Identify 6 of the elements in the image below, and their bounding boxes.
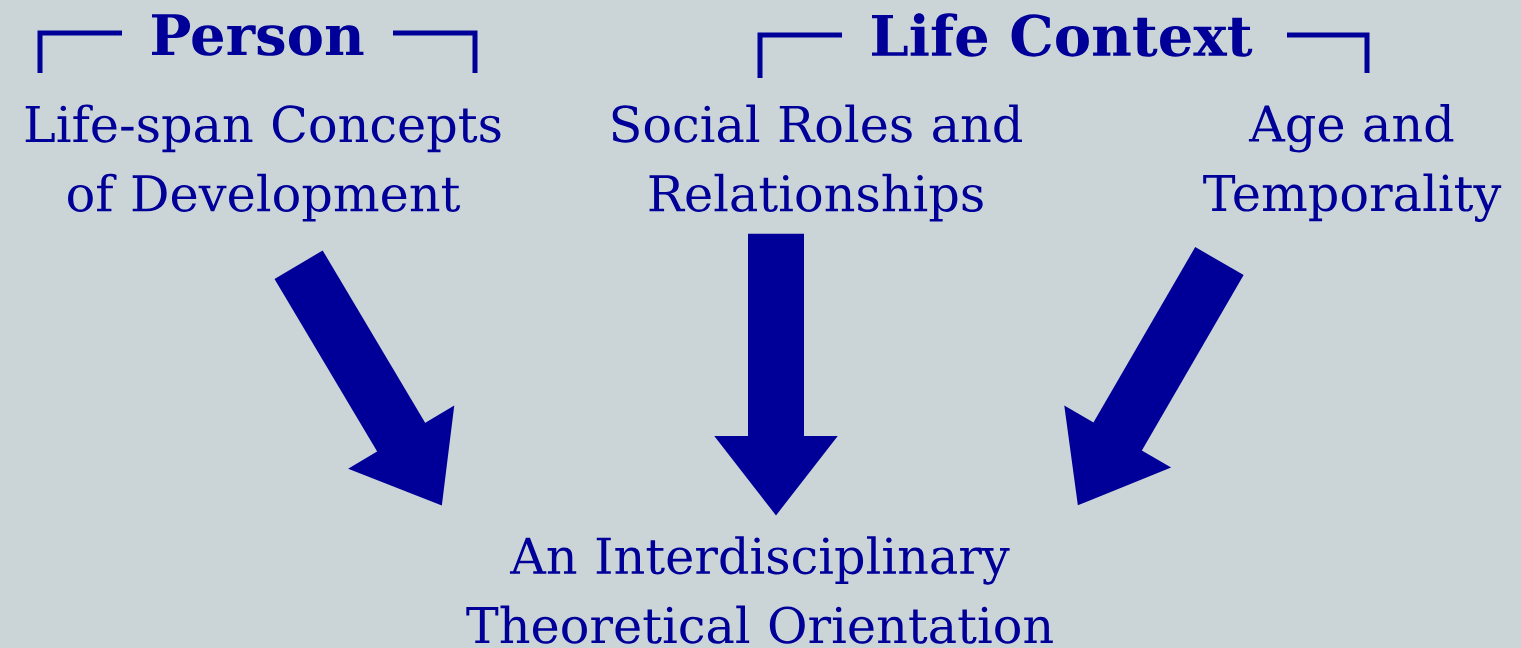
text-label: Age and Temporality (1203, 104, 1502, 222)
group-heading: Life Context (872, 13, 1253, 57)
group-heading: Person (152, 14, 364, 56)
text-label: An Interdisciplinary Theoretical Orientation (466, 536, 1053, 644)
text-label: Social Roles and Relationships (612, 104, 1022, 222)
text-label: Life-span Concepts of Development (25, 104, 501, 222)
